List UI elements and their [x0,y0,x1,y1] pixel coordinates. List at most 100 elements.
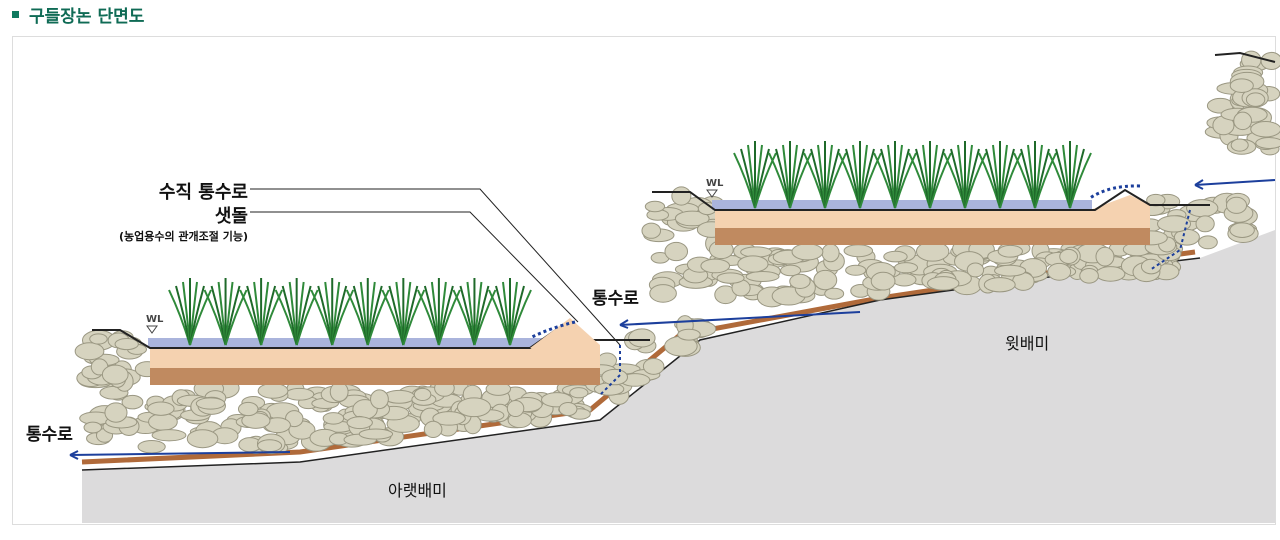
rice-leaf [224,289,248,346]
stone [843,244,874,258]
rice-leaf [1020,148,1036,209]
stone [1059,248,1078,264]
stone [664,241,689,262]
stone [601,368,629,386]
rice-leaf [260,289,284,346]
stone [432,411,466,426]
rice-leaf [246,285,263,346]
rice-plants [168,141,1092,346]
vertical-channel-label: 수직 통수로 [158,182,248,203]
wl-upper-label: WL [706,178,724,189]
stone [151,429,187,442]
saettol-note: (농업용수의 관개조절 기능) [118,230,248,243]
rice-leaf [845,148,861,209]
stone [186,429,219,449]
stone [358,428,394,440]
stone [1195,215,1215,233]
rice-leaf [1069,152,1092,209]
upper-paddy-label: 윗배미 [1005,334,1050,353]
rice-leaf [423,285,440,346]
stone [821,243,840,263]
rice-leaf [1034,152,1057,209]
stone [147,401,175,416]
section-title: 구들장논 단면도 [12,2,144,27]
stone [983,277,1016,293]
rice-leaf [880,148,896,209]
stone [644,200,666,213]
rice-leaf [366,289,390,346]
rice-leaf [810,148,826,209]
upper-bund [652,188,1210,211]
stone [813,269,838,291]
rice-leaf [352,285,369,346]
stone [1229,78,1254,93]
stone [1198,235,1218,250]
stone [1095,266,1126,282]
stone [1225,196,1248,214]
wl-lower-label: WL [146,314,164,325]
flow-arrows [69,179,1276,460]
rice-leaf [402,289,426,346]
stone [674,210,710,227]
stone [1157,215,1192,233]
rice-leaf [950,148,966,209]
stone [966,262,985,278]
leader-vertical-channel [250,188,621,346]
channel-upper-label: 통수로 [592,289,639,309]
stone [423,420,443,438]
stone [649,284,677,303]
rice-leaf [775,148,791,209]
stone [994,264,1027,277]
stone [346,416,373,430]
stone [716,272,745,284]
stone [121,394,144,410]
stone-layers [74,50,1280,455]
upper-subsoil [715,228,1150,245]
rice-leaf [175,285,191,346]
stone [104,402,128,423]
rice-leaf [281,285,298,346]
lower-paddy-label: 아랫배미 [388,481,447,500]
rice-leaf [929,152,952,209]
rice-leaf [189,289,212,346]
rice-leaf [473,289,497,346]
lower-subsoil [150,368,600,385]
stone [83,421,103,434]
stone [1229,222,1255,238]
rice-leaf [859,152,882,209]
stone [894,262,919,274]
saettol-label: 샛돌 [214,206,248,227]
stone [195,397,226,410]
ground [82,230,1275,523]
rice-leaf [964,152,987,209]
stone [1095,246,1115,267]
rice-leaf [317,285,334,346]
stone [997,244,1023,258]
stone [1230,138,1249,152]
leader-saettol [250,211,579,323]
stone [927,276,960,291]
stone [569,387,589,399]
stone [1047,262,1072,281]
stone [148,412,178,431]
stone [322,412,345,425]
rice-leaf [985,148,1001,209]
stone [1079,268,1099,284]
stone [370,389,389,410]
rice-leaf [740,148,756,209]
stone [284,387,315,401]
rice-leaf [459,285,476,346]
stone [1140,258,1162,275]
stone [89,333,108,345]
stone [671,186,692,206]
stone [824,287,845,300]
stone [677,328,701,341]
stone [870,271,896,291]
stone [883,250,908,263]
stone [257,439,283,453]
wl-upper-icon [706,189,718,198]
stone [506,399,525,418]
rice-leaf [295,289,319,346]
rice-leaf [1055,148,1071,209]
